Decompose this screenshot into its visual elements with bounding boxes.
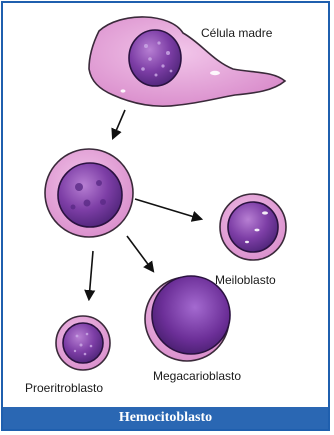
hematopoiesis-diagram: Célula madre Meiloblasto bbox=[3, 3, 330, 411]
hemocytoblast-cell bbox=[45, 149, 133, 237]
myeloblast-cell bbox=[220, 194, 286, 260]
proerythroblast-cell bbox=[56, 316, 110, 370]
figure-frame: Célula madre Meiloblasto bbox=[1, 1, 330, 431]
megakaryoblast-label: Megacarioblasto bbox=[153, 369, 241, 383]
stem-cell-label: Célula madre bbox=[201, 26, 273, 40]
figure-caption: Hemocitoblasto bbox=[3, 407, 328, 429]
myeloblast-label: Meiloblasto bbox=[215, 273, 276, 287]
arrow-to-proerythroblast bbox=[89, 251, 93, 299]
proerythroblast-label: Proeritroblasto bbox=[25, 381, 103, 395]
arrow-to-megakaryoblast bbox=[127, 236, 153, 271]
megakaryoblast-cell bbox=[145, 276, 230, 361]
arrow-stem-to-hemocytoblast bbox=[113, 110, 125, 138]
arrow-to-myeloblast bbox=[135, 199, 201, 219]
